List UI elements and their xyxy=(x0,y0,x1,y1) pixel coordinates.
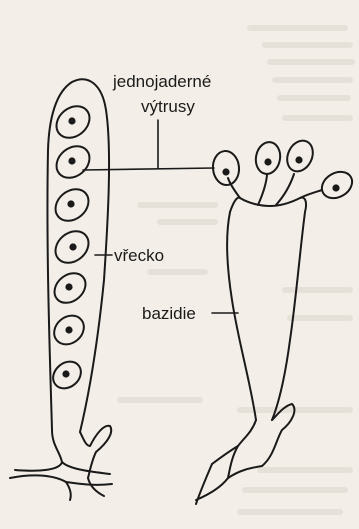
basidium-label: bazidie xyxy=(142,305,196,322)
spores-label-line1: jednojaderné xyxy=(113,73,211,90)
spores-label-line2: výtrusy xyxy=(141,98,195,115)
ascus-label: vřecko xyxy=(114,247,164,264)
